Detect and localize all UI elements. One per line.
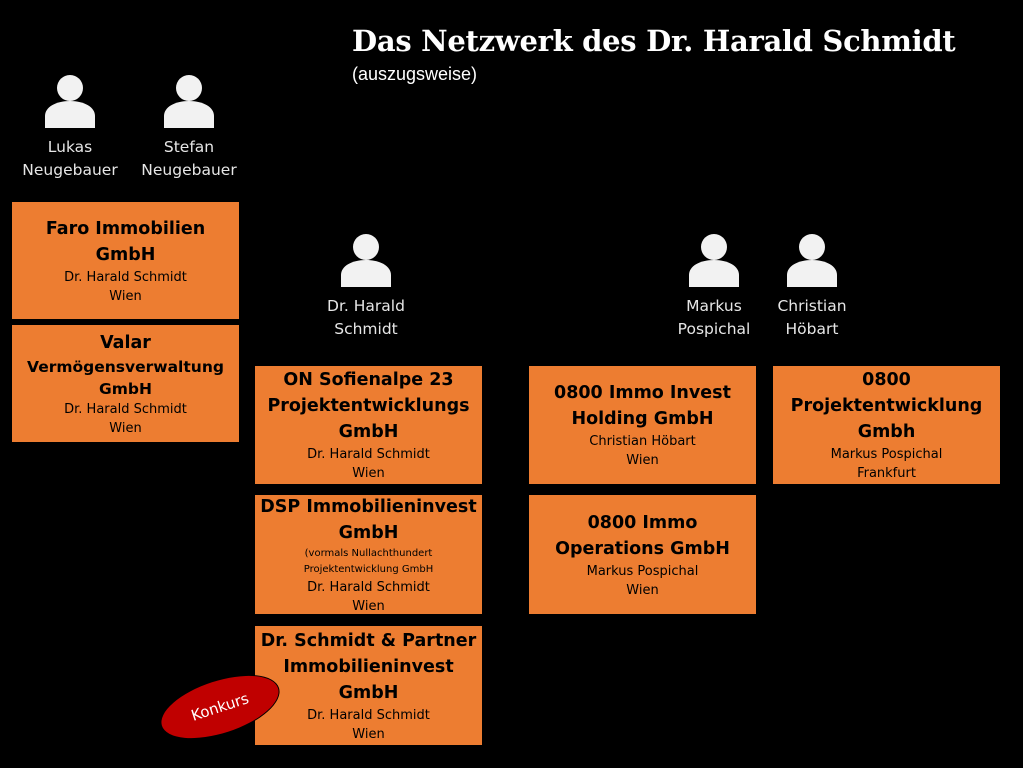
company-person: Dr. Harald Schmidt [307,707,430,723]
person-christian-hoebart: Christian Höbart [757,233,867,341]
person-last-name: Schmidt [334,320,398,338]
company-former-name: (vormals Nullachthundert [304,547,433,559]
company-name: 0800 Immo [587,512,698,533]
company-city: Wien [352,726,385,742]
company-name: Projektentwicklung [790,396,983,416]
company-name: Gmbh [857,422,916,442]
company-name: GmbH [338,422,399,442]
company-city: Wien [626,582,659,598]
company-name: ON Sofienalpe 23 [283,370,454,390]
company-former-name: Projektentwicklung GmbH [303,563,434,575]
person-markus-pospichal: Markus Pospichal [659,233,769,341]
company-name: GmbH [338,522,399,543]
company-name: Projektentwicklungs [267,396,470,416]
person-last-name: Neugebauer [22,161,118,179]
company-0800-projektentwicklung: 0800 Projektentwicklung Gmbh Markus Posp… [772,365,1001,485]
company-on-sofienalpe: ON Sofienalpe 23 Projektentwicklungs Gmb… [254,365,483,485]
company-name: 0800 [862,370,911,390]
person-harald-schmidt: Dr. Harald Schmidt [311,233,421,341]
person-icon [689,234,739,287]
person-first-name: Lukas [47,138,93,156]
company-valar: Valar Vermögensverwaltung GmbH Dr. Haral… [11,324,240,443]
company-person: Dr. Harald Schmidt [307,447,430,462]
company-city: Frankfurt [857,466,916,481]
company-city: Wien [109,420,142,436]
person-icon [787,234,837,287]
person-stefan-neugebauer: Stefan Neugebauer [134,74,244,182]
company-person: Christian Höbart [589,434,696,449]
company-faro-immobilien: Faro Immobilien GmbH Dr. Harald Schmidt … [11,201,240,320]
company-dr-schmidt-partner: Dr. Schmidt & Partner Immobilieninvest G… [254,625,483,746]
company-0800-immo-invest-holding: 0800 Immo Invest Holding GmbH Christian … [528,365,757,485]
company-name: Vermögensverwaltung [27,357,224,376]
company-name: 0800 Immo Invest [554,383,731,403]
person-icon [164,75,214,128]
person-first-name: Dr. Harald [327,297,405,315]
company-city: Wien [626,453,659,468]
page-title: Das Netzwerk des Dr. Harald Schmidt [352,24,956,58]
person-first-name: Markus [686,297,742,315]
company-person: Dr. Harald Schmidt [64,401,187,417]
company-person: Dr. Harald Schmidt [307,579,430,595]
company-city: Wien [109,288,142,304]
person-first-name: Stefan [163,138,215,156]
company-name: Holding GmbH [571,409,714,429]
company-name: GmbH [338,682,399,703]
person-last-name: Neugebauer [141,161,237,179]
company-name: Faro Immobilien [45,218,206,239]
company-name: Operations GmbH [555,538,730,559]
page-subtitle: (auszugsweise) [352,64,478,84]
company-name: GmbH [95,244,156,265]
company-name: GmbH [99,379,152,398]
company-0800-immo-operations: 0800 Immo Operations GmbH Markus Pospich… [528,494,757,615]
person-last-name: Höbart [785,320,839,338]
company-name: Dr. Schmidt & Partner [260,630,477,651]
company-name: DSP Immobilieninvest [260,496,477,517]
person-icon [341,234,391,287]
company-person: Markus Pospichal [830,447,943,462]
person-first-name: Christian [777,297,847,315]
person-lukas-neugebauer: Lukas Neugebauer [15,74,125,182]
company-city: Wien [352,598,385,614]
company-person: Markus Pospichal [586,563,699,579]
company-city: Wien [352,466,385,481]
company-person: Dr. Harald Schmidt [64,269,187,285]
company-name: Valar [100,332,151,353]
company-dsp-immobilieninvest: DSP Immobilieninvest GmbH (vormals Nulla… [254,494,483,615]
konkurs-label: Konkurs [188,689,252,725]
person-icon [45,75,95,128]
company-name: Immobilieninvest [283,656,454,677]
person-last-name: Pospichal [677,320,751,338]
